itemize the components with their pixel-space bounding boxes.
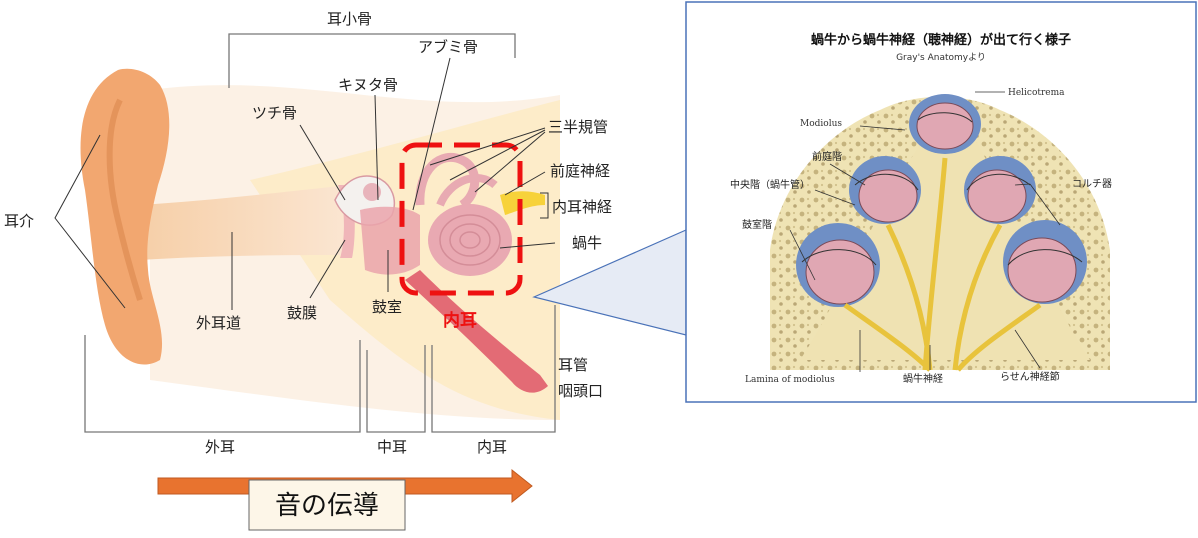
ossicles-label: 耳小骨 xyxy=(327,10,372,28)
cross-section-label-lines xyxy=(789,91,1061,372)
eustachian-label: 耳管 xyxy=(558,356,588,374)
cochlear-nerve-label: 蝸牛神経 xyxy=(903,372,943,385)
outer-ear-section-label: 外耳 xyxy=(205,438,235,456)
cochlear-duct-label: 中央階（蝸牛管） xyxy=(730,178,810,191)
lamina-label: Lamina of modiolus xyxy=(745,375,835,385)
inner-ear-highlight-box xyxy=(399,142,523,296)
cross-section-title: 蝸牛から蝸牛神経（聴神経）が出て行く様子 xyxy=(811,32,1071,48)
incus-label: キヌタ骨 xyxy=(338,76,398,94)
organ-of-corti-label: コルチ器 xyxy=(1072,178,1112,190)
stapes-label: アブミ骨 xyxy=(418,38,478,56)
modiolus-tissue xyxy=(800,115,1090,360)
spiral-ganglion-label: らせん神経節 xyxy=(1000,370,1060,383)
ear-canal-shape xyxy=(140,185,350,260)
pinna-label: 耳介 xyxy=(4,212,34,230)
cochlea-label: 蝸牛 xyxy=(572,234,602,252)
inner-ear-highlight-label: 内耳 xyxy=(443,310,477,331)
scala-tympani-label: 鼓室階 xyxy=(742,218,772,231)
sound-conduction-box xyxy=(248,479,406,531)
chamber-mid-left xyxy=(849,156,921,224)
middle-ear-cavity xyxy=(360,206,420,275)
pharyngeal-label: 咽頭口 xyxy=(558,382,603,400)
eustachian-tube-shape xyxy=(405,270,548,393)
tympanic-label: 鼓室 xyxy=(372,298,402,316)
semicircular-canals-shape xyxy=(415,152,480,209)
ear-anatomy xyxy=(80,68,560,420)
vestibular-nerve-label: 前庭神経 xyxy=(550,162,610,180)
chamber-bottom-right xyxy=(1003,220,1087,304)
inner-ear-section-label: 内耳 xyxy=(477,438,507,456)
helicotrema-label: Helicotrema xyxy=(1008,88,1065,98)
eardrum-label: 鼓膜 xyxy=(287,304,317,322)
pinna-inner-fold xyxy=(106,98,143,301)
scala-vestibuli-label: 前庭階 xyxy=(812,150,842,163)
chamber-mid-right xyxy=(964,156,1036,224)
sound-conduction-label: 音の伝導 xyxy=(275,491,379,521)
section-brackets xyxy=(84,305,556,433)
chamber-bottom-left xyxy=(796,223,880,307)
inner-ear-nerve-label: 内耳神経 xyxy=(552,198,612,216)
cross-section-subtitle: Gray's Anatomyより xyxy=(896,52,986,63)
ear-canal-label: 外耳道 xyxy=(196,314,241,332)
malleus-label: ツチ骨 xyxy=(252,104,297,122)
nerve-fibers xyxy=(843,157,1042,372)
modiolus-label: Modiolus xyxy=(800,119,842,129)
ossicles-bracket xyxy=(228,33,516,88)
cochlea-cross-section xyxy=(770,94,1110,372)
annotation-lines xyxy=(54,57,556,310)
semicircular-label: 三半規管 xyxy=(548,118,608,136)
pinna-shape xyxy=(80,68,170,365)
middle-ear-section-label: 中耳 xyxy=(377,438,407,456)
chamber-top xyxy=(909,94,981,154)
